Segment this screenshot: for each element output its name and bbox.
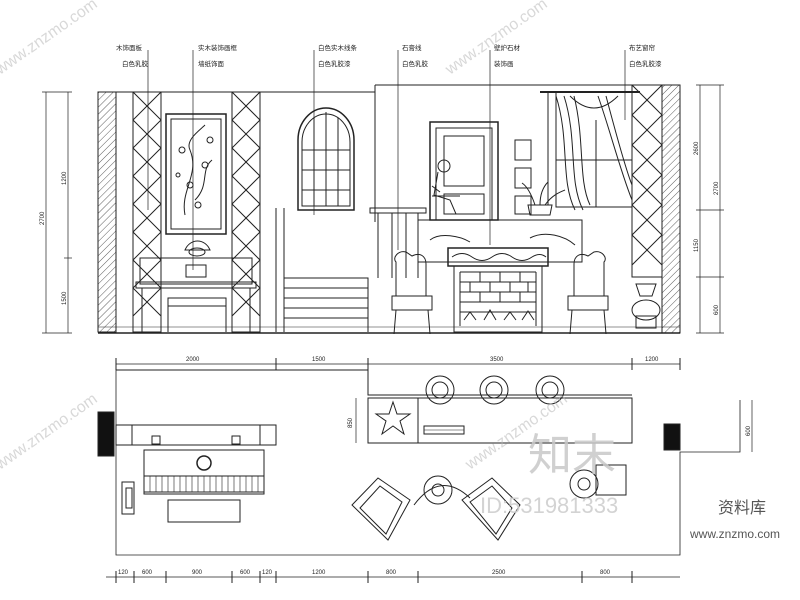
callout-3-line1: 白色实木线条 (318, 43, 358, 52)
elev-dim-left-lower: 1500 (62, 291, 68, 305)
elev-dim-right-4: 600 (714, 304, 720, 315)
callout-leaders (147, 50, 626, 270)
plan-dim-bottom-8: 2500 (492, 570, 506, 576)
plan-view (97, 358, 753, 583)
framed-art-panel (165, 113, 227, 235)
arched-window (297, 107, 355, 211)
plan-dim-top-4: 1200 (645, 357, 659, 363)
elevation-dim-lines (42, 84, 724, 334)
callout-4-line1: 石膏线 (402, 43, 422, 52)
plan-armchair-left (351, 477, 411, 541)
plan-dim-bottom-4: 600 (240, 570, 251, 576)
staircase (275, 207, 427, 332)
plan-dim-bottom-2: 600 (142, 570, 153, 576)
callout-5-line1: 壁炉石材 (494, 43, 521, 52)
brand-url: www.znzmo.com (689, 527, 780, 541)
plan-dim-bottom-6: 1200 (312, 570, 326, 576)
callout-1-line1: 木饰面板 (116, 43, 143, 52)
callout-2-line2: 墙纸饰面 (198, 59, 225, 68)
callout-5-line2: 装饰画 (494, 59, 514, 68)
diagonal-watermark-1: www.znzmo.com (0, 0, 101, 79)
diagonal-watermarks: www.znzmo.com www.znzmo.com www.znzmo.co… (0, 0, 571, 474)
plan-dim-bottom-1: 120 (118, 570, 129, 576)
plan-dim-bottom-9: 800 (600, 570, 611, 576)
armchair-right (567, 251, 609, 335)
plan-wall-left (97, 411, 115, 457)
brand-cn: 知末 (528, 430, 616, 481)
diamond-panel-left (132, 91, 162, 333)
armchair-left (391, 251, 433, 335)
plan-dim-top-2: 1500 (312, 357, 326, 363)
diamond-panel-middle (231, 91, 261, 333)
console-table (135, 240, 257, 332)
brand-library: 资料库 (718, 499, 766, 517)
plan-dim-bottom-3: 900 (192, 570, 203, 576)
callout-6-line1: 布艺窗帘 (629, 43, 656, 52)
elev-dim-left-total: 2700 (40, 211, 46, 225)
elev-dim-left-upper: 1200 (62, 171, 68, 185)
left-wall-hatch (97, 91, 117, 333)
callout-6-line2: 白色乳胶漆 (629, 59, 662, 68)
callout-4-line2: 白色乳胶 (402, 59, 429, 68)
fireplace-bricks (459, 271, 537, 326)
plan-fireplace (367, 397, 633, 444)
elev-dim-right-3: 2700 (714, 181, 720, 195)
plan-stools (425, 375, 565, 405)
diagonal-watermark-3: www.znzmo.com (0, 391, 101, 474)
elev-dim-right-2: 1150 (694, 238, 700, 252)
plant-pot (631, 283, 661, 329)
brand-id: ID:531981333 (480, 493, 618, 518)
callout-labels: 木饰面板 白色乳胶 实木装饰画框 墙纸饰面 白色实木线条 白色乳胶漆 石膏线 白… (116, 43, 662, 68)
callout-3-line2: 白色乳胶漆 (318, 59, 351, 68)
plan-dim-bottom-5: 120 (262, 570, 273, 576)
plan-console (115, 424, 277, 446)
callout-1-line2: 白色乳胶 (122, 59, 149, 68)
curtained-window (540, 91, 640, 211)
plan-dim-side-2: 600 (746, 425, 752, 436)
plan-dim-bottom-7: 800 (386, 570, 397, 576)
plan-dim-side-1: 850 (348, 417, 354, 428)
figure-sketch (431, 159, 460, 215)
plan-star-ornament (374, 400, 412, 436)
plan-round-tables (413, 469, 599, 506)
brand-watermark: 知末 ID:531981333 资料库 www.znzmo.com (480, 430, 780, 541)
fireplace (417, 181, 583, 333)
callout-2-line1: 实木装饰画框 (198, 43, 238, 52)
plan-piano (143, 449, 265, 523)
elev-dim-right-1: 2600 (694, 141, 700, 155)
plan-armchair-right (461, 477, 521, 541)
plan-dim-top-1: 2000 (186, 357, 200, 363)
diamond-panel-right (631, 84, 663, 278)
elevation-view (42, 50, 724, 335)
plan-dim-top-3: 3500 (490, 357, 504, 363)
right-wall-hatch (661, 84, 681, 334)
plan-wall-right (663, 423, 681, 451)
